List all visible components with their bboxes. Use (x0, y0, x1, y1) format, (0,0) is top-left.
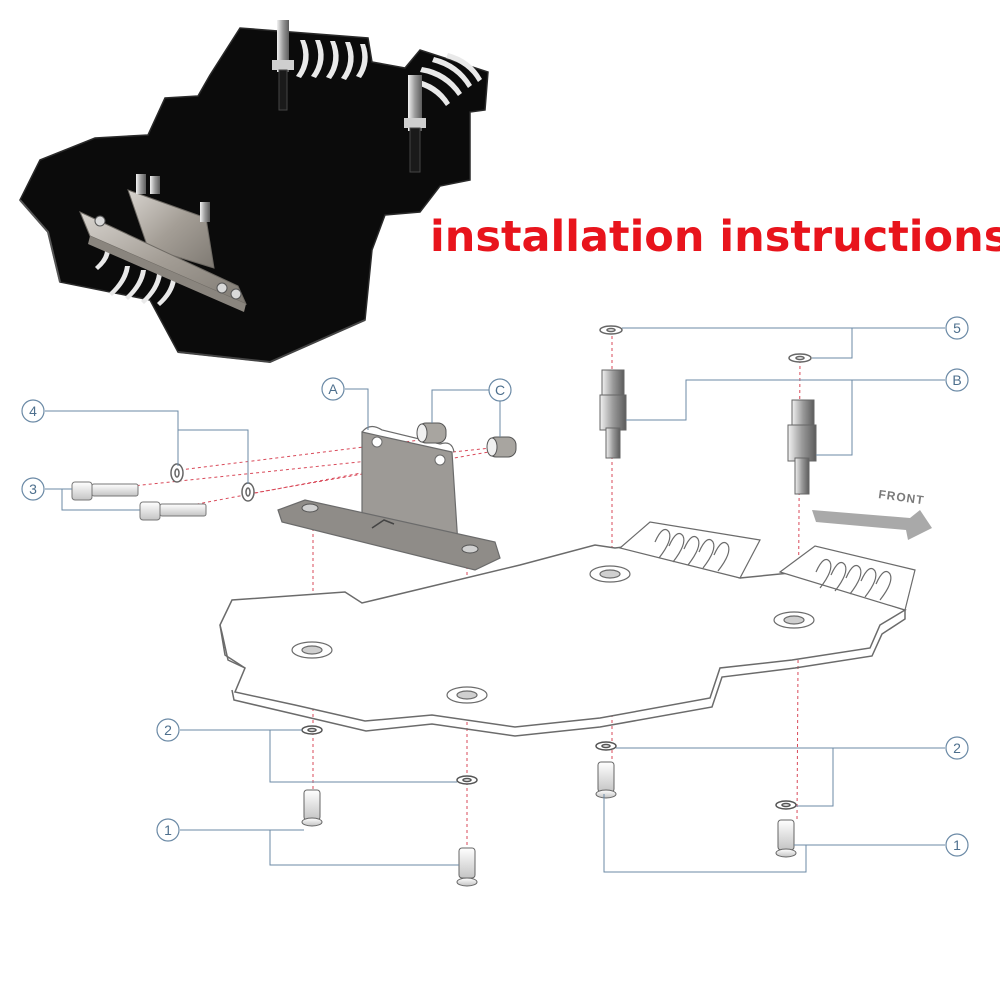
callout-2-left: 2 (156, 718, 180, 742)
svg-text:3: 3 (29, 481, 37, 497)
rivets-1 (301, 761, 797, 887)
svg-text:5: 5 (953, 320, 961, 336)
photo-vent-slots-bottom (95, 250, 176, 306)
washers-2 (301, 725, 797, 810)
diagram-plate-vents (618, 521, 916, 611)
callout-1-right: 1 (945, 833, 969, 857)
diagram-plate-holes (291, 565, 815, 704)
standoffs-b (599, 369, 817, 495)
callout-5: 5 (945, 316, 969, 340)
svg-text:1: 1 (164, 822, 172, 838)
callout-1-left: 1 (156, 818, 180, 842)
callout-leaders (45, 327, 945, 873)
photo-standoff-bolts (272, 20, 426, 173)
page-title: installation instructions (430, 212, 1000, 262)
washers-5 (599, 325, 812, 363)
product-photo (19, 20, 489, 364)
photo-skid-plate (19, 27, 489, 363)
svg-text:4: 4 (29, 403, 37, 419)
diagram-skid-plate (219, 544, 907, 737)
callout-3: 3 (21, 477, 45, 501)
callout-2-right: 2 (945, 736, 969, 760)
bracket-a (277, 425, 501, 571)
svg-text:2: 2 (164, 722, 172, 738)
callout-4: 4 (21, 399, 45, 423)
front-label: FRONT (878, 487, 926, 507)
svg-text:C: C (495, 382, 505, 398)
photo-bracket (79, 174, 247, 312)
photo-vent-slots-top-left (296, 40, 368, 80)
callout-a: A (321, 377, 345, 401)
plate-front-edge (231, 610, 906, 737)
callout-b: B (945, 368, 969, 392)
front-arrow: FRONT (812, 487, 932, 540)
washers-4 (170, 463, 255, 502)
callout-c: C (488, 378, 512, 402)
svg-text:A: A (328, 381, 338, 397)
bolts-3 (71, 481, 207, 521)
svg-text:2: 2 (953, 740, 961, 756)
svg-text:B: B (952, 372, 961, 388)
plate-top-face (219, 544, 907, 728)
svg-text:1: 1 (953, 837, 961, 853)
spacers-c (416, 422, 517, 458)
